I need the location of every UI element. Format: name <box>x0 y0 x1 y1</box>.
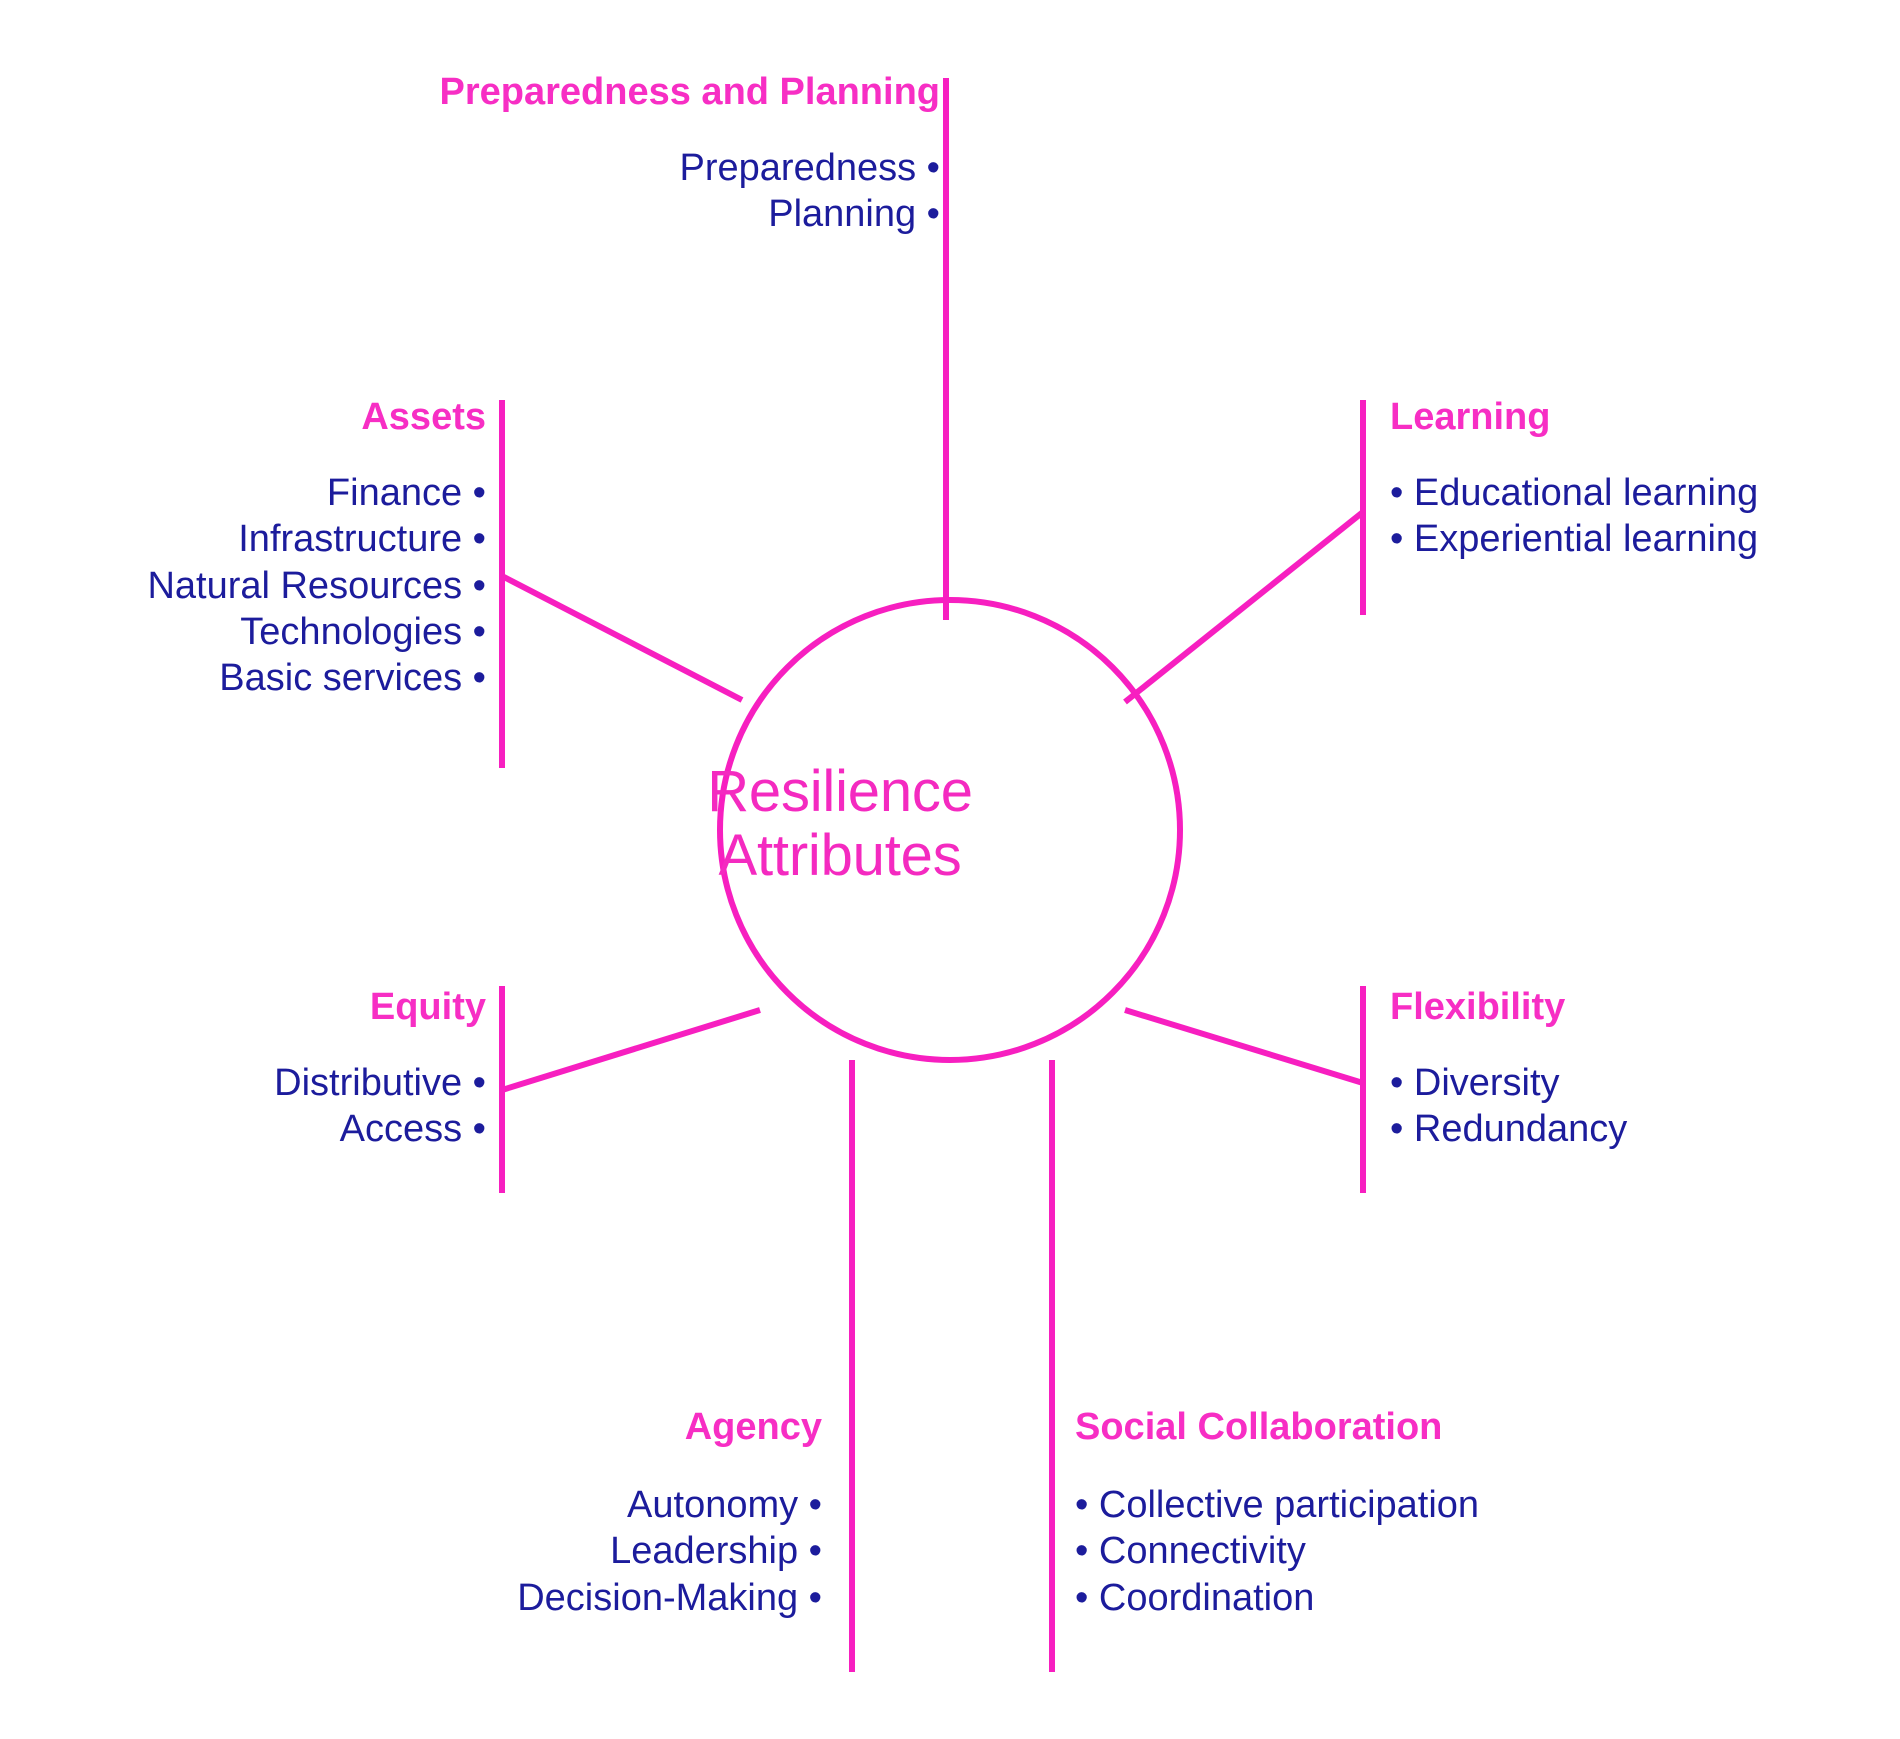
branch-assets[interactable]: Assets Finance Infrastructure Natural Re… <box>20 395 486 702</box>
list-item: Educational learning <box>1390 470 1890 516</box>
list-item: Distributive <box>20 1060 486 1106</box>
list-item: Planning <box>150 191 940 237</box>
list-item: Basic services <box>20 655 486 701</box>
branch-heading-preparedness: Preparedness and Planning <box>439 71 940 113</box>
branch-preparedness[interactable]: Preparedness and Planning Preparedness P… <box>150 70 940 238</box>
list-item: Diversity <box>1390 1060 1850 1106</box>
list-item: Preparedness <box>150 145 940 191</box>
connector-flexibility <box>1124 1007 1364 1086</box>
list-item: Connectivity <box>1075 1528 1615 1574</box>
list-item: Leadership <box>330 1528 822 1574</box>
branch-agency[interactable]: Agency Autonomy Leadership Decision-Maki… <box>330 1405 822 1621</box>
branch-items-learning: Educational learning Experiential learni… <box>1390 470 1890 563</box>
list-item: Decision-Making <box>330 1575 822 1621</box>
branch-heading-flexibility: Flexibility <box>1390 986 1566 1028</box>
list-item: Access <box>20 1106 486 1152</box>
branch-equity[interactable]: Equity Distributive Access <box>20 985 486 1153</box>
connector-learning <box>1123 509 1365 705</box>
branch-social-collaboration[interactable]: Social Collaboration Collective particip… <box>1075 1405 1615 1621</box>
connector-equity <box>501 1007 761 1093</box>
branch-items-agency: Autonomy Leadership Decision-Making <box>330 1482 822 1621</box>
branch-items-assets: Finance Infrastructure Natural Resources… <box>20 470 486 702</box>
list-item: Redundancy <box>1390 1106 1850 1152</box>
branch-items-social-collaboration: Collective participation Connectivity Co… <box>1075 1482 1615 1621</box>
list-item: Experiential learning <box>1390 516 1890 562</box>
list-item: Technologies <box>20 609 486 655</box>
branch-heading-learning: Learning <box>1390 396 1551 438</box>
branch-flexibility[interactable]: Flexibility Diversity Redundancy <box>1390 985 1850 1153</box>
connector-assets <box>500 573 744 703</box>
list-item: Natural Resources <box>20 563 486 609</box>
branch-heading-agency: Agency <box>684 1406 822 1448</box>
branch-heading-equity: Equity <box>369 986 486 1028</box>
branch-items-equity: Distributive Access <box>20 1060 486 1153</box>
list-item: Coordination <box>1075 1575 1615 1621</box>
branch-items-preparedness: Preparedness Planning <box>150 145 940 238</box>
branch-heading-assets: Assets <box>361 396 486 438</box>
list-item: Infrastructure <box>20 516 486 562</box>
list-item: Finance <box>20 470 486 516</box>
hub-label: Resilience Attributes <box>707 759 973 888</box>
list-item: Autonomy <box>330 1482 822 1528</box>
branch-learning[interactable]: Learning Educational learning Experienti… <box>1390 395 1890 563</box>
branch-items-flexibility: Diversity Redundancy <box>1390 1060 1850 1153</box>
branch-heading-social-collaboration: Social Collaboration <box>1075 1406 1443 1448</box>
list-item: Collective participation <box>1075 1482 1615 1528</box>
